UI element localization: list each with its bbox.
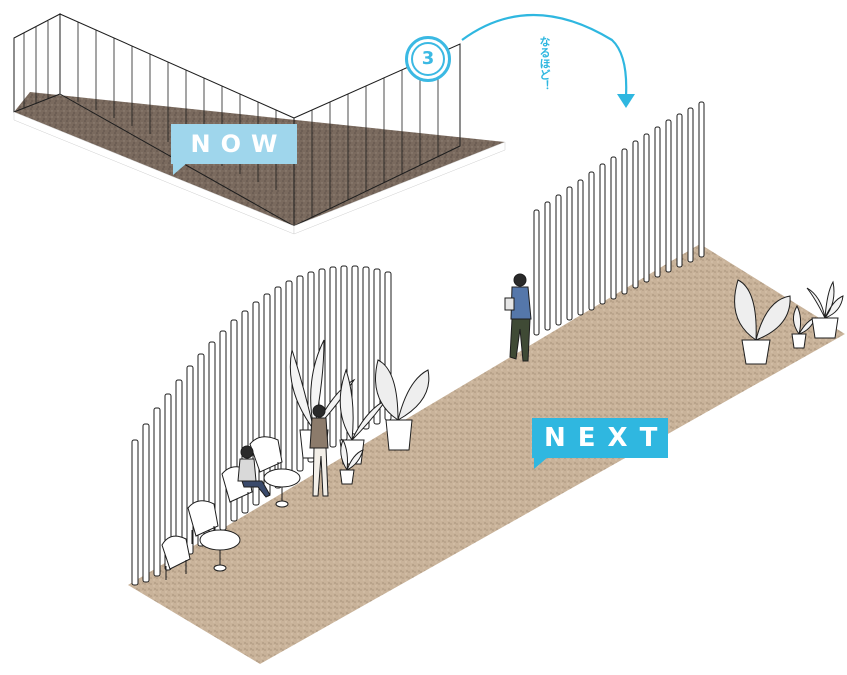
chair-icon: [187, 500, 219, 544]
step-badge-ring: [411, 42, 445, 76]
now-label-tail: [173, 163, 187, 175]
now-glass-wall-right: [293, 43, 461, 227]
person-icon: [237, 445, 271, 498]
plant-icon: [734, 279, 844, 365]
next-floor: [128, 244, 845, 664]
exclaim-text: なるほど！: [538, 36, 551, 91]
slat-wall-back: [533, 101, 705, 336]
chair-icon: [161, 535, 191, 580]
table-icon: [199, 529, 241, 572]
person-icon: [504, 273, 532, 362]
curved-arrow-icon: [461, 13, 635, 108]
next-label: NEXT: [532, 418, 668, 458]
next-label-tail: [534, 457, 548, 469]
person-icon: [309, 404, 329, 497]
next-room: [128, 101, 845, 664]
table-icon: [263, 468, 301, 508]
now-label: NOW: [171, 124, 297, 164]
step-number-badge: 3: [405, 36, 451, 82]
